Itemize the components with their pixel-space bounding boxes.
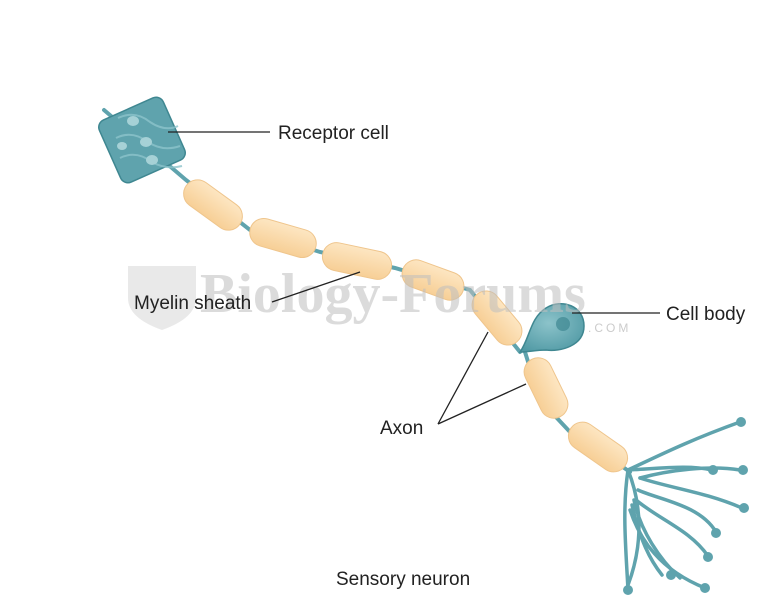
nucleus	[556, 317, 570, 331]
dendritic-terminals	[623, 420, 744, 592]
receptor-cell	[98, 96, 186, 184]
diagram-caption: Sensory neuron	[336, 569, 470, 590]
watermark-shield-icon	[128, 266, 196, 330]
watermark: Biology-Forums .COM	[128, 263, 631, 335]
leader-axon-lower	[437, 383, 527, 425]
label-axon: Axon	[380, 418, 423, 439]
watermark-suffix: .COM	[588, 321, 631, 335]
myelin-segment	[567, 421, 629, 473]
dendrite-endings	[623, 417, 749, 595]
myelin-segment	[401, 259, 465, 301]
label-receptor-cell: Receptor cell	[278, 123, 389, 144]
axon-upper	[102, 108, 522, 354]
label-myelin-sheath: Myelin sheath	[134, 293, 251, 314]
myelin-segment	[471, 290, 523, 346]
leader-axon-upper	[437, 331, 489, 425]
cell-body	[518, 303, 585, 353]
myelin-segment	[523, 357, 569, 419]
label-cell-body: Cell body	[666, 304, 746, 325]
myelin-segment	[249, 217, 317, 259]
myelin-segment	[183, 179, 243, 231]
watermark-text: Biology-Forums	[200, 263, 586, 325]
leader-myelin-sheath	[271, 271, 361, 303]
leader-lines	[168, 131, 660, 425]
